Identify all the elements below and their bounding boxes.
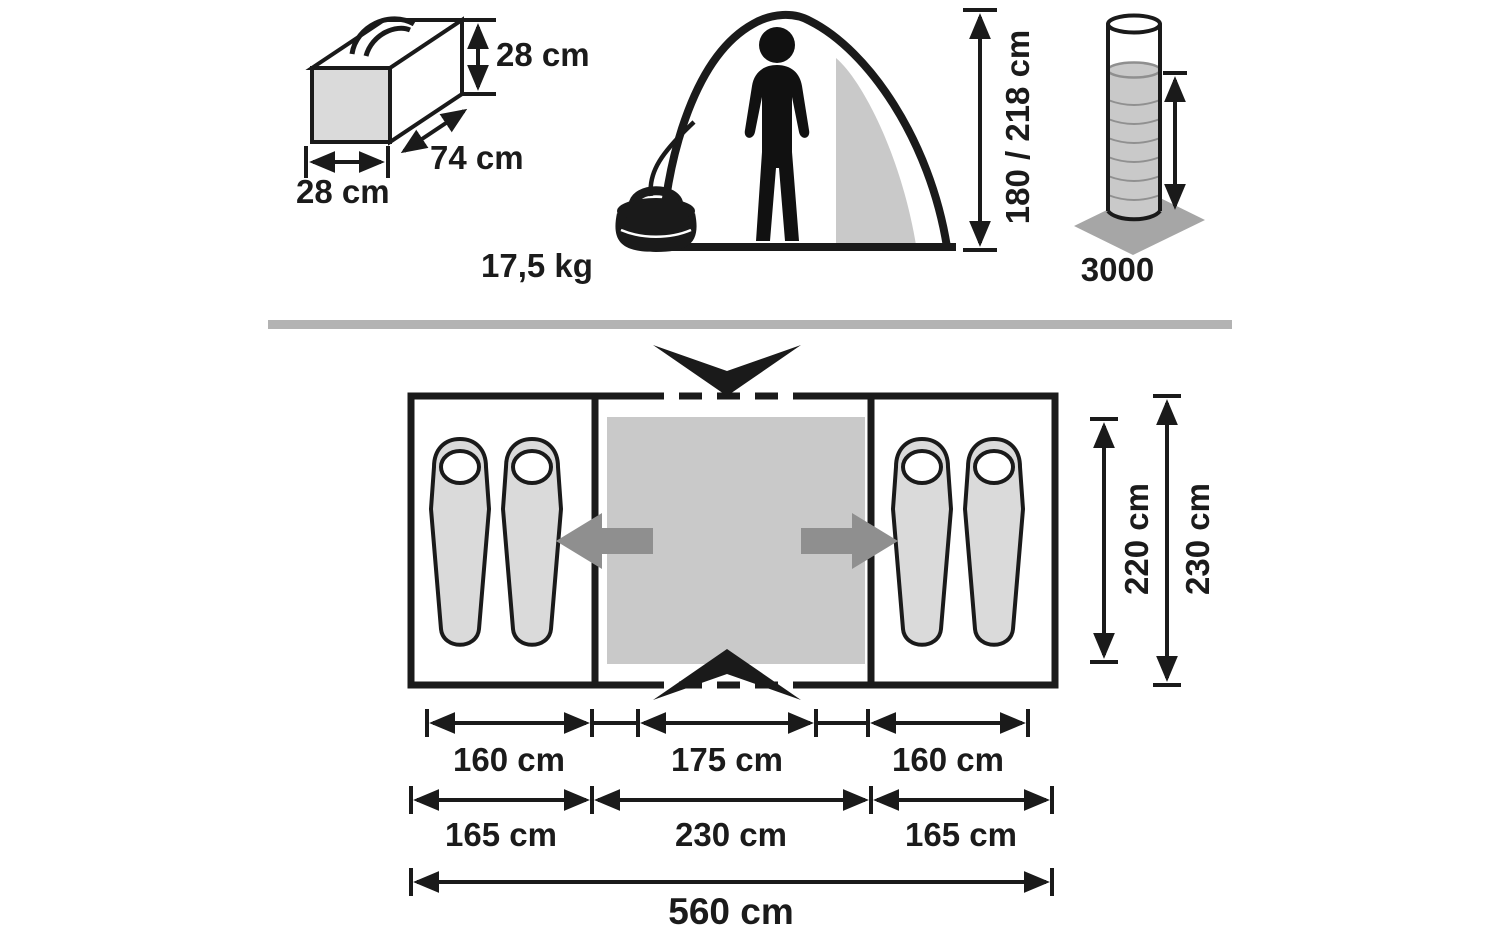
outer-width-label-center: 230 cm <box>675 816 787 853</box>
sleeping-bag-icon <box>501 437 563 647</box>
entrance-chevron-bottom <box>653 649 801 700</box>
total-width-arrow <box>409 868 1054 896</box>
outer-depth-arrow <box>1153 394 1181 687</box>
inner-width-label-right: 160 cm <box>892 741 1004 778</box>
inner-width-arrows <box>425 709 1030 737</box>
water-height-arrow <box>1163 71 1187 210</box>
outer-width-label-right: 165 cm <box>905 816 1017 853</box>
total-width-label: 560 cm <box>668 891 794 932</box>
person-icon <box>744 27 810 241</box>
tent-weight-label: 17,5 kg <box>481 247 593 284</box>
inner-depth-arrow <box>1090 417 1118 664</box>
tent-height-label: 180 / 218 cm <box>999 29 1037 225</box>
tent-height-arrow <box>963 8 997 252</box>
weight-icon <box>615 186 697 252</box>
sleeping-bag-icon <box>429 437 491 647</box>
outer-width-label-left: 165 cm <box>445 816 557 853</box>
bag-width-label: 28 cm <box>296 173 390 210</box>
bag-length-arrow <box>400 108 468 154</box>
bag-height-label: 28 cm <box>496 36 590 73</box>
tent-side-view <box>615 11 956 252</box>
carry-bag-icon <box>305 16 469 146</box>
sleeping-bag-icon <box>963 437 1025 647</box>
inner-width-label-center: 175 cm <box>671 741 783 778</box>
inner-width-label-left: 160 cm <box>453 741 565 778</box>
sleeping-bag-icon <box>891 437 953 647</box>
right-direction-arrow-icon <box>801 513 898 569</box>
section-divider <box>268 320 1232 329</box>
floorplan <box>407 345 1059 700</box>
water-column-label: 3000 <box>1080 251 1155 288</box>
inner-depth-label: 220 cm <box>1118 483 1156 595</box>
bag-length-label: 74 cm <box>430 139 524 176</box>
tent-door-panel <box>836 58 916 245</box>
entrance-chevron-top <box>653 345 801 396</box>
water-column-icon <box>1074 13 1205 255</box>
bag-height-arrow <box>462 18 496 96</box>
outer-depth-label: 230 cm <box>1179 483 1217 595</box>
outer-width-arrows <box>409 786 1054 814</box>
bag-width-arrow <box>304 146 390 178</box>
left-direction-arrow-icon <box>556 513 653 569</box>
